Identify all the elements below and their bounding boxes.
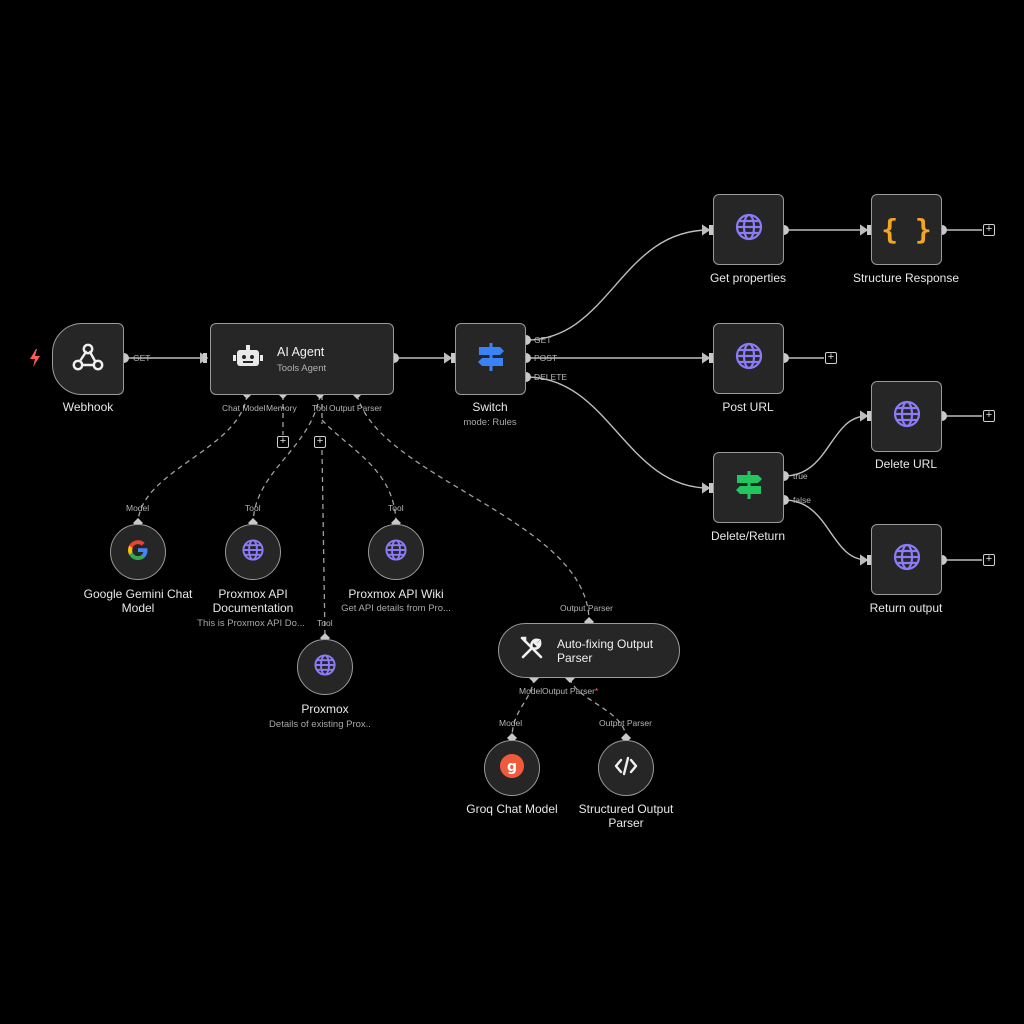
structured-parser-node[interactable] [598, 740, 654, 796]
proxmox-api-wiki-label: Proxmox API Wiki [348, 587, 444, 601]
globe-icon [384, 538, 408, 567]
ai-agent-node[interactable]: AI Agent Tools Agent [210, 323, 394, 395]
input-label-structured-parser: Output Parser [599, 718, 652, 728]
groq-icon: g [499, 753, 525, 784]
proxmox-api-doc-node[interactable] [225, 524, 281, 580]
port-label-false: false [793, 495, 811, 505]
gemini-node[interactable] [110, 524, 166, 580]
proxmox-api-wiki-sub: Get API details from Pro... [341, 603, 451, 614]
required-mark: * [594, 686, 599, 696]
auto-fixing-title-line1: Auto-fixing Output [557, 636, 654, 651]
get-properties-node[interactable] [713, 194, 784, 265]
delete-return-label: Delete/Return [710, 529, 786, 543]
proxmox-api-doc-label-line1: Proxmox API [218, 587, 288, 601]
proxmox-label: Proxmox [301, 702, 349, 716]
structured-parser-label-line2: Parser [608, 816, 644, 830]
input-label-proxmox-tool: Tool [317, 618, 333, 628]
dash-parser-autofix [356, 394, 590, 623]
delete-url-label: Delete URL [874, 457, 938, 471]
input-label-wiki-tool: Tool [388, 503, 404, 513]
dash-tool-doc [252, 394, 321, 524]
add-after-structure-button[interactable]: + [983, 224, 995, 236]
google-icon [127, 539, 149, 566]
add-after-delete-url-button[interactable]: + [983, 410, 995, 422]
proxmox-api-doc-sub: This is Proxmox API Do... [197, 618, 305, 629]
groq-label: Groq Chat Model [466, 802, 558, 816]
gemini-label-line1: Google Gemini Chat [83, 587, 193, 601]
port-label-switch-delete: DELETE [534, 372, 568, 382]
dash-model-groq [511, 677, 535, 739]
input-label-gemini-model: Model [126, 503, 150, 513]
port-label-output-parser: Output Parser [329, 403, 382, 413]
input-label-doc-tool: Tool [245, 503, 261, 513]
return-output-node[interactable] [871, 524, 942, 595]
auto-fixing-title-line2: Parser [557, 650, 593, 665]
lightning-icon [29, 349, 41, 372]
port-label-true: true [793, 471, 808, 481]
proxmox-node[interactable] [297, 639, 353, 695]
switch-mode: mode: Rules [463, 417, 517, 428]
port-label-switch-post: POST [534, 353, 558, 363]
port-label-autofix-parser: Output Parser* [542, 686, 598, 696]
groq-node[interactable]: g [484, 740, 540, 796]
wrench-icon [519, 635, 545, 666]
globe-icon [241, 538, 265, 567]
delete-return-node[interactable] [713, 452, 784, 523]
ai-agent-title: AI Agent [277, 344, 325, 359]
globe-icon [892, 399, 922, 434]
svg-text:g: g [507, 759, 517, 775]
structured-parser-label-line1: Structured Output [578, 802, 674, 816]
add-tool-button[interactable]: + [314, 436, 326, 448]
signpost-icon [734, 470, 764, 505]
post-url-node[interactable] [713, 323, 784, 394]
delete-url-node[interactable] [871, 381, 942, 452]
proxmox-api-wiki-node[interactable] [368, 524, 424, 580]
add-memory-button[interactable]: + [277, 436, 289, 448]
port-label-autofix-parser-text: Output Parser [542, 686, 595, 696]
post-url-label: Post URL [722, 400, 774, 414]
ai-agent-subtitle: Tools Agent [277, 362, 327, 374]
proxmox-sub: Details of existing Prox.. [269, 719, 371, 730]
input-label-groq-model: Model [499, 718, 523, 728]
globe-icon [892, 542, 922, 577]
dash-chatmodel-gemini [137, 394, 248, 524]
gemini-label-line2: Model [121, 601, 155, 615]
port-label-get: GET [133, 353, 151, 363]
switch-label: Switch [472, 400, 508, 414]
webhook-label: Webhook [62, 400, 114, 414]
globe-icon [734, 341, 764, 376]
signpost-icon [476, 342, 506, 377]
structure-response-label: Structure Response [852, 271, 960, 285]
input-label-autofix-parser: Output Parser [560, 603, 613, 613]
proxmox-api-doc-label-line2: Documentation [212, 601, 294, 615]
add-after-return-button[interactable]: + [983, 554, 995, 566]
webhook-node[interactable] [52, 323, 124, 395]
dash-tool-wiki [321, 419, 397, 524]
return-output-label: Return output [869, 601, 943, 615]
robot-icon [233, 344, 263, 375]
port-label-chat-model: Chat Model [222, 403, 266, 413]
add-after-post-button[interactable]: + [825, 352, 837, 364]
code-icon [614, 756, 638, 781]
port-label-tool: Tool [312, 403, 328, 413]
port-label-switch-get: GET [534, 335, 552, 345]
wire-false-return [783, 499, 869, 566]
globe-icon [734, 212, 764, 247]
wire-switch-get [525, 224, 711, 341]
dash-tool-proxmox [321, 395, 326, 639]
port-label-autofix-model: Model [519, 686, 543, 696]
auto-fixing-parser-node[interactable]: Auto-fixing Output Parser [498, 623, 680, 678]
wire-switch-delete [525, 376, 711, 494]
port-label-memory: Memory [266, 403, 297, 413]
dash-parser-structured [569, 677, 627, 739]
wire-true-deleteurl [783, 410, 869, 477]
globe-icon [313, 653, 337, 682]
webhook-icon [72, 342, 104, 377]
structure-response-node[interactable]: { } [871, 194, 942, 265]
get-properties-label: Get properties [709, 271, 787, 285]
braces-icon: { } [881, 213, 932, 246]
switch-node[interactable] [455, 323, 526, 395]
